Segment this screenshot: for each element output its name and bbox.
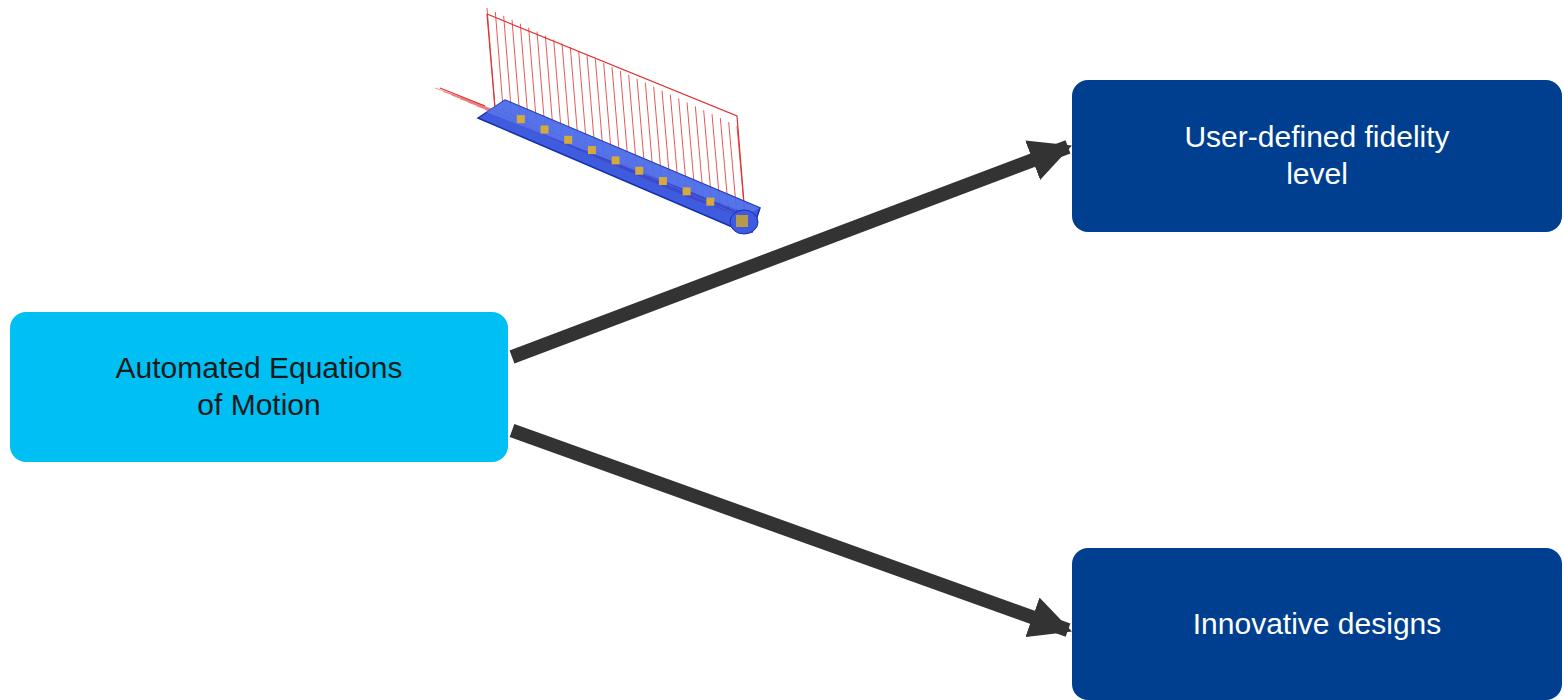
beam-tip: [730, 210, 758, 234]
beam-node: [588, 146, 596, 154]
beam-end-block: [736, 215, 748, 227]
load-envelope: [440, 88, 485, 106]
beam-node: [683, 187, 691, 195]
result-box: Innovative designs: [1072, 548, 1562, 700]
flow-arrow: [512, 147, 1068, 357]
beam-node: [564, 136, 572, 144]
beam-node: [706, 198, 714, 206]
beam-node: [517, 115, 525, 123]
box-label: Innovative designs: [1193, 606, 1442, 643]
load-line: [443, 92, 493, 110]
load-line: [435, 88, 485, 106]
beam-node: [635, 167, 643, 175]
beam-highlight: [486, 100, 760, 214]
beam-node: [612, 156, 620, 164]
beam-node: [541, 125, 549, 133]
beam-nodes: [517, 115, 714, 206]
process-box: Automated Equations of Motion: [10, 312, 508, 462]
load-line: [495, 12, 503, 112]
beam-node: [659, 177, 667, 185]
result-box: User-defined fidelity level: [1072, 80, 1562, 232]
box-label: Automated Equations of Motion: [109, 350, 409, 423]
box-label: User-defined fidelity level: [1167, 119, 1467, 192]
beam-body: [478, 100, 760, 232]
flow-arrow: [512, 431, 1068, 631]
